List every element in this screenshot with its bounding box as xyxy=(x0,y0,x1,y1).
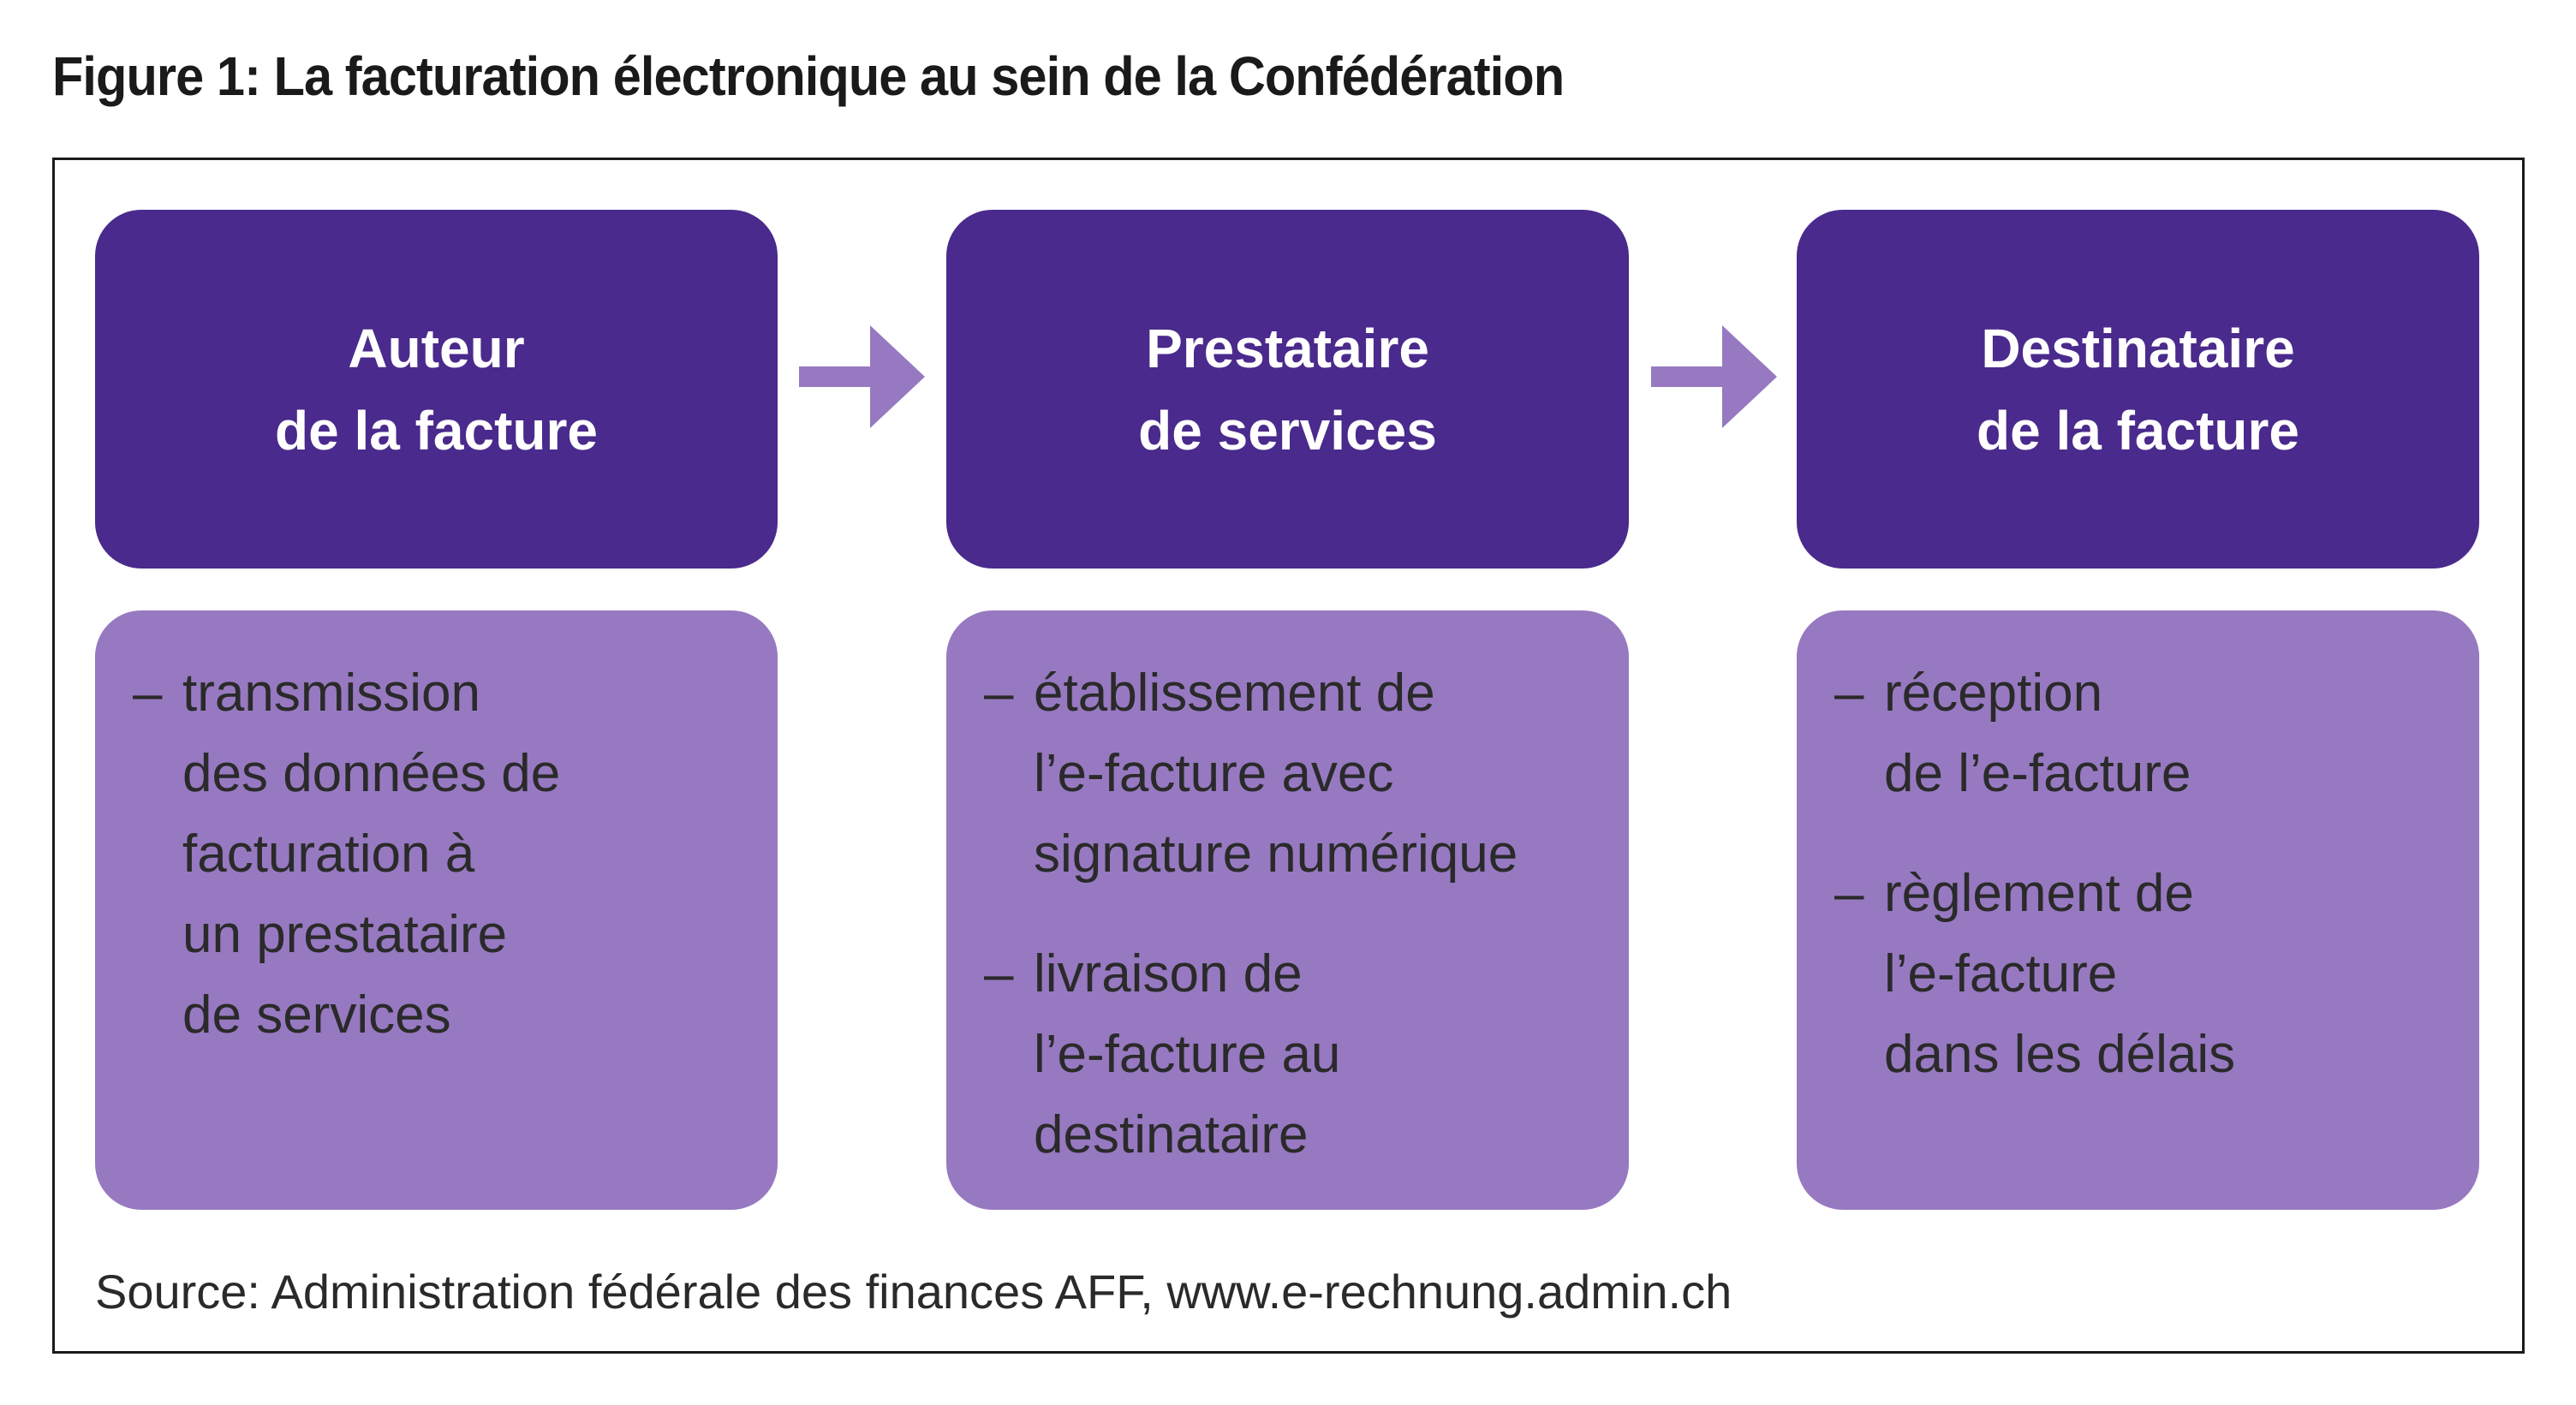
arrow-right-icon xyxy=(1651,325,1777,428)
list-item: –règlement de l’e-facture dans les délais xyxy=(1797,854,2445,1095)
box-heading-recipient: Destinataire de la facture xyxy=(1797,210,2479,569)
list-item: –réception de l’e-facture xyxy=(1797,653,2445,814)
dash-bullet: – xyxy=(133,664,163,723)
heading-line: Prestataire xyxy=(1146,317,1429,379)
heading-line: de services xyxy=(1138,399,1437,461)
item-line: livraison de xyxy=(1034,944,1303,1003)
dash-bullet: – xyxy=(1834,864,1864,923)
arrow-right-icon xyxy=(799,325,925,428)
dash-bullet: – xyxy=(984,944,1014,1003)
figure-title: Figure 1: La facturation électronique au… xyxy=(52,45,1565,107)
item-line: l’e-facture avec xyxy=(1034,744,1394,803)
item-line: transmission xyxy=(182,664,480,723)
item-line: établissement de xyxy=(1034,664,1435,723)
heading-line: de la facture xyxy=(274,399,599,461)
dash-bullet: – xyxy=(984,664,1014,723)
item-line: règlement de xyxy=(1884,864,2194,923)
dash-bullet: – xyxy=(1834,664,1864,723)
heading-line: Auteur xyxy=(348,317,525,379)
item-line: destinataire xyxy=(1034,1105,1309,1164)
list-item: –établissement de l’e-facture avec signatu… xyxy=(946,653,1595,895)
source-note: Source: Administration fédérale des fina… xyxy=(95,1265,1732,1319)
box-details-author: –transmission des données de facturation à… xyxy=(95,610,778,1210)
item-line: des données de xyxy=(182,744,561,803)
item-line: signature numérique xyxy=(1034,825,1518,884)
item-line: un prestataire xyxy=(182,905,508,964)
item-line: l’e-facture au xyxy=(1034,1025,1341,1084)
heading-line: de la facture xyxy=(1976,399,2300,461)
heading-line: Destinataire xyxy=(1981,317,2295,379)
item-line: de services xyxy=(182,985,451,1045)
item-line: dans les délais xyxy=(1884,1025,2236,1084)
item-line: facturation à xyxy=(182,825,475,884)
figure-frame xyxy=(52,158,2525,1354)
box-heading-author: Auteur de la facture xyxy=(95,210,778,569)
list-item: –transmission des données de facturation à… xyxy=(95,653,743,1056)
item-line: l’e-facture xyxy=(1884,944,2118,1003)
box-heading-provider: Prestataire de services xyxy=(946,210,1629,569)
list-item: –livraison de l’e-facture au destinataire xyxy=(946,934,1595,1176)
item-line: de l’e-facture xyxy=(1884,744,2191,803)
item-line: réception xyxy=(1884,664,2103,723)
